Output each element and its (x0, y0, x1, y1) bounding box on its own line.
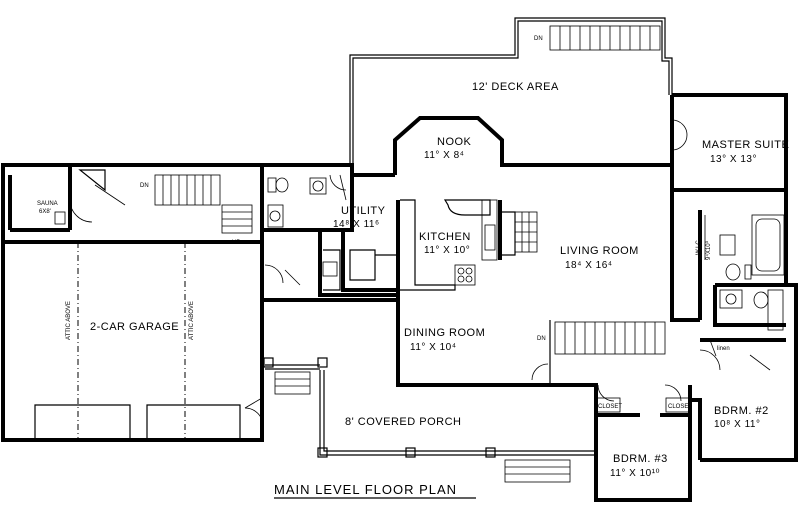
utility-up-label: UP (232, 240, 240, 246)
room-labels: 12' DECK AREA NOOK 11° X 8⁴ MASTER SUITE… (37, 81, 789, 479)
plan-title-group: MAIN LEVEL FLOOR PLAN (274, 482, 476, 499)
closet-right-label: CLOSET (668, 404, 692, 410)
bdrm3-size: 11° X 10¹⁰ (610, 468, 660, 479)
dining-room-size: 11° X 10⁴ (410, 342, 457, 353)
master-suite-label: MASTER SUITE (702, 139, 789, 151)
dining-room-label: DINING ROOM (404, 327, 485, 339)
sauna-label: SAUNA (37, 201, 58, 207)
utility-details: UP (221, 174, 347, 291)
master-suite-size: 13° X 13° (710, 154, 757, 165)
deck: DN (349, 17, 673, 165)
nook-size: 11° X 8⁴ (424, 150, 464, 161)
bdrm3-label: BDRM. #3 (613, 453, 668, 465)
utility-label: UTILITY (341, 205, 386, 217)
attic-above-left: ATTIC ABOVE (66, 301, 72, 340)
living-room-size: 18⁴ X 16⁴ (565, 260, 613, 271)
kitchen-size: 11° X 10° (424, 245, 470, 256)
sauna-size: 6X8' (39, 209, 51, 215)
master-details (671, 119, 785, 371)
garage-details: DN (34, 169, 263, 440)
exterior-walls (1, 93, 798, 502)
deck-label: 12' DECK AREA (472, 81, 559, 93)
living-room-label: LIVING ROOM (560, 245, 639, 257)
attic-above-right: ATTIC ABOVE (189, 301, 195, 340)
bdrm2-size: 10⁸ X 11° (714, 419, 760, 430)
deck-dn-label: DN (534, 36, 543, 42)
deck-stairs (549, 25, 661, 51)
plan-title: MAIN LEVEL FLOOR PLAN (274, 482, 457, 497)
wic-label: W.I.C. (696, 238, 702, 255)
porch (263, 357, 596, 483)
garage-dn-label: DN (140, 183, 149, 189)
bedroom-details (531, 363, 691, 413)
nook-label: NOOK (437, 136, 472, 148)
covered-porch-label: 8' COVERED PORCH (345, 416, 461, 428)
living-dn-label: DN (537, 336, 546, 342)
utility-stairs (221, 204, 253, 234)
interior-walls (8, 165, 786, 417)
garage-stairs (154, 174, 221, 206)
bdrm2-label: BDRM. #2 (714, 405, 769, 417)
kitchen-details (349, 199, 538, 291)
living-stairs: DN (537, 320, 666, 385)
linen-label: linen (717, 346, 730, 352)
kitchen-label: KITCHEN (419, 231, 471, 243)
utility-size: 14⁸ X 11⁶ (333, 219, 380, 230)
wic-size: 9⁴X10⁰ (705, 240, 712, 260)
closet-left-label: CLOSET (598, 404, 622, 410)
garage-label: 2-CAR GARAGE (90, 321, 179, 333)
